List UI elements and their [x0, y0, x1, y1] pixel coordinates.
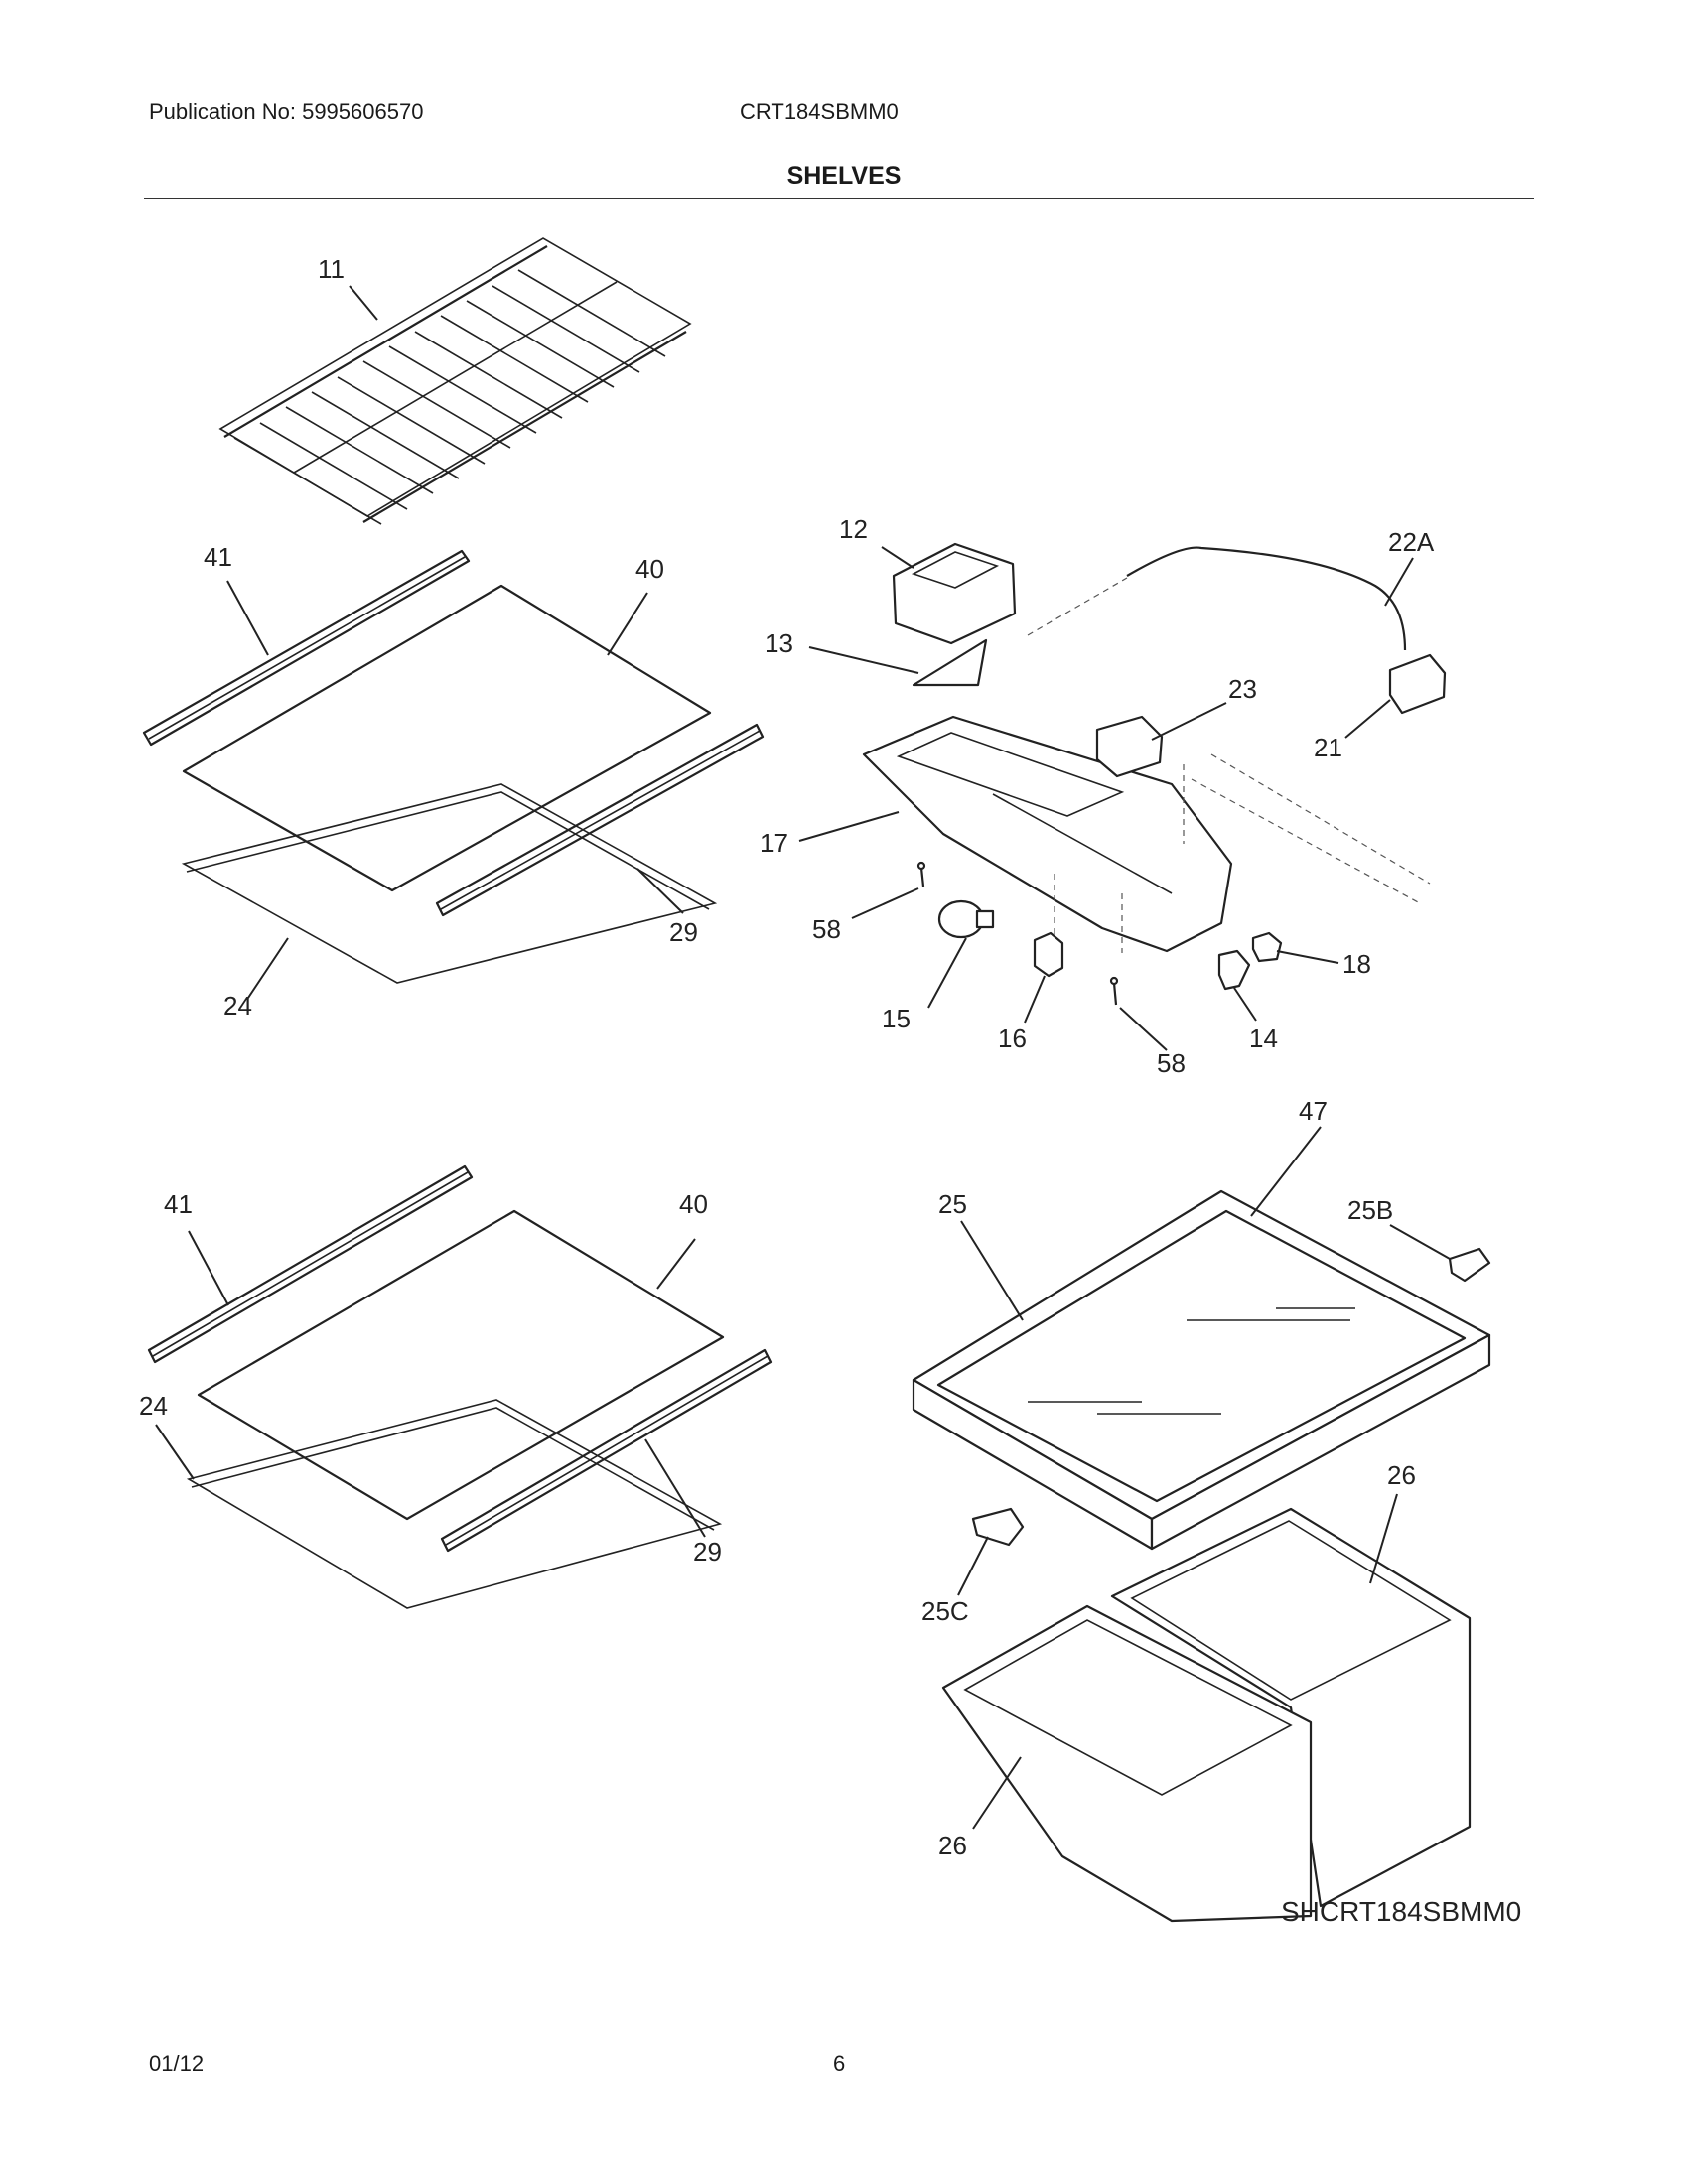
- terminal-block-21: [1388, 653, 1447, 715]
- crisper-drawer-front: [941, 1604, 1313, 1923]
- publication-date: 01/12: [149, 2051, 205, 2076]
- callout-24: 24: [223, 991, 252, 1021]
- callout-58-right: 58: [1157, 1048, 1186, 1078]
- shelf-frame-24-lower: [186, 1399, 723, 1609]
- glass-panel-40: [182, 584, 712, 892]
- callout-18: 18: [1342, 949, 1371, 979]
- callout-41-lower: 41: [164, 1189, 193, 1219]
- support-25B: [1448, 1247, 1491, 1283]
- publication-number: Publication No: 5995606570: [149, 99, 424, 124]
- shelf-frame-24: [181, 783, 718, 984]
- callout-14: 14: [1249, 1024, 1278, 1053]
- callout-23: 23: [1228, 674, 1257, 704]
- title-rule: [144, 198, 1534, 199]
- wiring-harness-22A: [1126, 546, 1407, 651]
- screw-58-right: [1109, 976, 1119, 1006]
- callout-22A: 22A: [1388, 527, 1435, 557]
- wire-shelf-part-11: [218, 237, 692, 525]
- glass-shelf-assembly-lower: [147, 1164, 773, 1609]
- callout-25B: 25B: [1347, 1195, 1393, 1225]
- callout-29: 29: [669, 917, 698, 947]
- callout-21: 21: [1314, 733, 1342, 762]
- leader-lines: [155, 285, 1451, 1830]
- page-title: SHELVES: [786, 162, 902, 190]
- crisper-drawers-26: [941, 1507, 1472, 1923]
- callout-26-front: 26: [938, 1831, 967, 1860]
- glass-panel-40-lower: [197, 1209, 725, 1521]
- plug-18: [1251, 931, 1283, 963]
- callout-25C: 25C: [921, 1596, 969, 1626]
- diagram-code: SHCRT184SBMM0: [1281, 1896, 1521, 1927]
- callout-26: 26: [1387, 1460, 1416, 1490]
- support-25C: [971, 1507, 1025, 1547]
- page-number: 6: [833, 2051, 846, 2076]
- light-control-assembly: [862, 542, 1447, 1006]
- crisper-cover-assembly: [912, 1189, 1491, 1551]
- control-housing-17: [862, 715, 1233, 953]
- cover-part-12: [892, 542, 1017, 645]
- callout-16: 16: [998, 1024, 1027, 1053]
- callout-25: 25: [938, 1189, 967, 1219]
- callout-40: 40: [635, 554, 664, 584]
- callout-12: 12: [839, 514, 868, 544]
- callout-17: 17: [760, 828, 788, 858]
- thermostat-23: [1095, 715, 1164, 778]
- callout-13: 13: [765, 628, 793, 658]
- callout-40-lower: 40: [679, 1189, 708, 1219]
- light-bulb-15: [937, 899, 995, 939]
- crisper-drawer-rear: [1110, 1507, 1472, 1908]
- crisper-glass-47: [936, 1209, 1467, 1503]
- lamp-socket-16: [1033, 931, 1064, 978]
- callout-47: 47: [1299, 1096, 1328, 1126]
- shield-part-13: [912, 638, 988, 687]
- screw-58-left: [916, 861, 926, 887]
- switch-14: [1217, 949, 1251, 991]
- glass-shelf-assembly-upper: [142, 549, 765, 984]
- callout-29-lower: 29: [693, 1537, 722, 1567]
- callout-15: 15: [882, 1004, 911, 1033]
- callout-58: 58: [812, 914, 841, 944]
- callout-41: 41: [204, 542, 232, 572]
- model-number: CRT184SBMM0: [740, 99, 899, 124]
- callout-labels: 11 41 40 29 24 12 13 22A 23 21 17 58 18 …: [139, 254, 1521, 1927]
- callout-24-lower: 24: [139, 1391, 168, 1421]
- callout-11: 11: [318, 254, 345, 284]
